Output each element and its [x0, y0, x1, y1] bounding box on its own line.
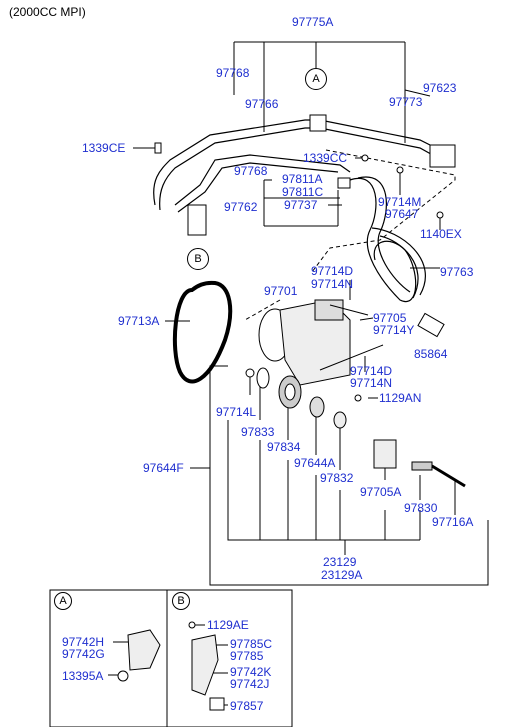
engine-note: (2000CC MPI)	[9, 5, 86, 19]
part-1129AN-bolt	[354, 394, 362, 402]
part-label-97833: 97833	[241, 425, 275, 439]
hose-97763-b	[357, 176, 411, 293]
part-label-1129AN: 1129AN	[379, 391, 422, 405]
part-label-97811A: 97811A	[282, 172, 323, 186]
part-13395A-nut	[117, 670, 129, 682]
part-97857-mount	[209, 697, 225, 711]
part-97832	[333, 411, 347, 429]
part-97714M-bolt	[396, 166, 404, 174]
part-label-97644F: 97644F	[143, 461, 184, 475]
part-label-97714N-top: 97714N	[311, 277, 354, 291]
part-label-97857: 97857	[230, 699, 264, 713]
part-97762-clamp	[187, 204, 207, 236]
part-label-97742K: 97742K	[230, 665, 272, 679]
part-label-85864: 85864	[414, 347, 448, 361]
part-fitting-a	[309, 114, 327, 132]
marker-a: A	[305, 68, 327, 90]
bolt-97705	[329, 304, 369, 316]
part-label-23129: 23129	[323, 555, 357, 569]
inset-marker-b: B	[172, 592, 190, 610]
hose-outline-dashed	[311, 149, 456, 273]
part-97623-block	[429, 144, 456, 168]
leader-97705	[359, 317, 374, 321]
part-label-1339CE: 1339CE	[82, 141, 126, 155]
part-fitting-97811	[337, 177, 351, 189]
part-97716A-bolt	[431, 464, 466, 488]
part-label-97705A: 97705A	[360, 485, 402, 499]
part-label-1129AE: 1129AE	[207, 618, 249, 632]
pipe-97768	[174, 154, 351, 206]
part-label-97785C: 97785C	[230, 637, 273, 651]
part-label-97714D-bot: 97714D	[350, 364, 393, 378]
part-label-97737: 97737	[284, 198, 318, 212]
part-97705A-bracket	[373, 439, 397, 469]
part-97834-core	[284, 383, 296, 401]
part-label-97768-top: 97768	[216, 66, 250, 80]
part-label-97785: 97785	[230, 649, 264, 663]
part-1339CC-bolt	[361, 154, 369, 162]
part-label-97775A: 97775A	[292, 15, 334, 29]
compressor-head	[314, 299, 344, 321]
inset-marker-a: A	[54, 592, 72, 610]
pipe-97768-b	[177, 162, 339, 213]
part-label-23129A: 23129A	[321, 568, 363, 582]
part-fitting-1339CE	[154, 142, 162, 154]
part-label-97714Y: 97714Y	[373, 323, 415, 337]
part-label-97742H: 97742H	[62, 635, 105, 649]
part-label-97830: 97830	[404, 501, 438, 515]
part-label-97644A: 97644A	[294, 456, 336, 470]
hose-97763	[349, 177, 417, 303]
part-label-97762: 97762	[224, 200, 258, 214]
part-97644A	[309, 396, 325, 418]
part-label-97742J: 97742J	[230, 677, 270, 691]
bolt-97714D	[319, 344, 384, 371]
part-label-97714L: 97714L	[216, 405, 257, 419]
part-97785-bracket	[191, 634, 219, 696]
leader-97623	[404, 89, 431, 97]
leader-97811	[263, 179, 340, 227]
part-label-97701: 97701	[264, 284, 298, 298]
part-label-97763: 97763	[440, 265, 474, 279]
part-label-97773: 97773	[389, 95, 423, 109]
part-label-97623: 97623	[423, 81, 457, 95]
part-label-13395A: 13395A	[62, 669, 104, 683]
marker-b: B	[187, 248, 209, 270]
part-label-1140EX: 1140EX	[420, 227, 462, 241]
bracket-23129	[227, 420, 421, 541]
part-97714L	[245, 368, 255, 378]
bracket-97644F	[209, 365, 489, 586]
part-label-97768-mid: 97768	[234, 164, 268, 178]
part-85864-label	[417, 312, 445, 338]
part-label-97647: 97647	[385, 207, 419, 221]
part-label-97714N-bot: 97714N	[350, 376, 393, 390]
part-label-97705: 97705	[373, 311, 407, 325]
belt-97713A	[172, 280, 233, 384]
part-97830	[411, 461, 433, 471]
part-label-97742G: 97742G	[62, 647, 105, 661]
part-1140EX-bolt	[436, 211, 444, 219]
part-label-97834: 97834	[267, 440, 301, 454]
part-97833	[256, 367, 270, 389]
inset-box-b	[166, 589, 293, 727]
part-label-97714D-top: 97714D	[311, 264, 354, 278]
part-label-97832: 97832	[320, 471, 354, 485]
part-label-97716A: 97716A	[432, 515, 474, 529]
part-label-1339CC: 1339CC	[303, 151, 348, 165]
part-label-97714M: 97714M	[378, 195, 422, 209]
part-label-97811C: 97811C	[282, 185, 324, 199]
leader-97775A	[233, 41, 406, 143]
part-1129AE-bolt	[188, 621, 196, 629]
part-97742H-clamp	[127, 629, 161, 671]
part-label-97766: 97766	[245, 97, 279, 111]
part-label-97713A: 97713A	[118, 314, 160, 328]
hose-97763-c	[371, 227, 426, 299]
